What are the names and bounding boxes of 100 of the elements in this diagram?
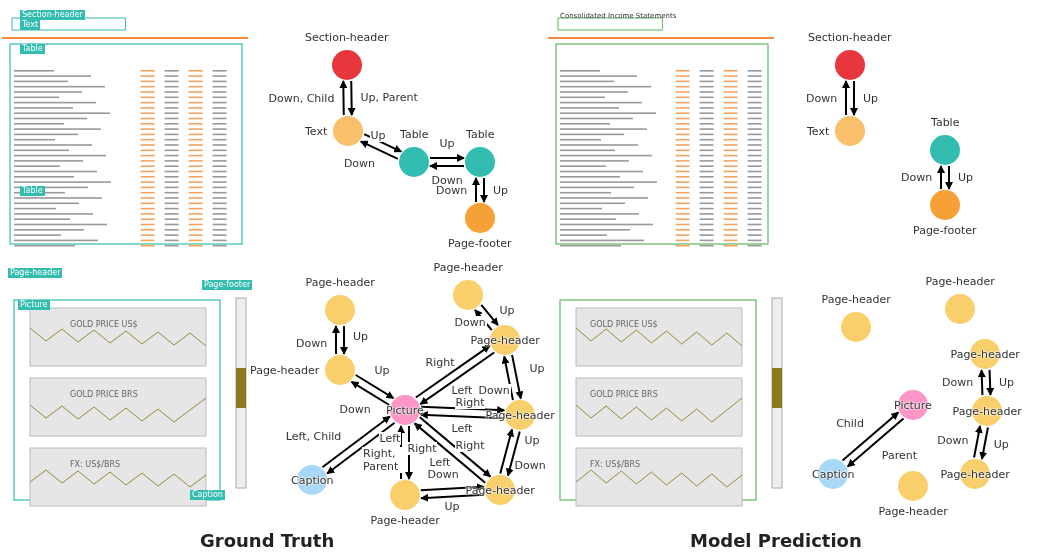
arrow bbox=[429, 154, 465, 162]
arrow bbox=[429, 162, 465, 170]
node-label: Section-header bbox=[808, 31, 892, 44]
edge-label: Left bbox=[450, 383, 474, 397]
arrow bbox=[842, 80, 850, 116]
edge-label: Down bbox=[936, 433, 970, 447]
node-label: Page-header bbox=[485, 408, 555, 422]
arrow bbox=[945, 165, 953, 190]
edge-label: Right bbox=[406, 441, 438, 455]
arrow bbox=[973, 424, 983, 459]
arrow bbox=[340, 325, 348, 355]
edge-label: Down bbox=[900, 171, 934, 184]
edge-label: Up bbox=[498, 303, 516, 317]
chart-title: GOLD PRICE US$ bbox=[70, 320, 138, 329]
edge-label: Down bbox=[426, 467, 460, 481]
arrow bbox=[332, 325, 340, 355]
arrow bbox=[321, 415, 391, 469]
edge-label: Up bbox=[992, 438, 1010, 452]
arrow bbox=[339, 80, 348, 117]
edge-label: Down bbox=[513, 458, 547, 472]
edge-label: Down bbox=[435, 183, 469, 197]
node-label: Page-header bbox=[433, 261, 503, 274]
arrow bbox=[480, 177, 488, 203]
node-label: Picture bbox=[386, 403, 424, 417]
arrow bbox=[413, 422, 487, 484]
node-label: Table bbox=[400, 128, 429, 141]
arrow bbox=[474, 308, 493, 332]
node-label: Page-header bbox=[878, 505, 948, 518]
edge-label: Up bbox=[492, 183, 510, 197]
annotation-tag: Text bbox=[20, 20, 41, 30]
edge-label: Left bbox=[428, 455, 452, 469]
node-label: Caption bbox=[812, 467, 855, 481]
node-label: Picture bbox=[894, 398, 932, 412]
annotation-tag: Page-footer bbox=[202, 280, 253, 290]
node-label: Page-footer bbox=[913, 224, 977, 237]
edge-label: Up, Parent bbox=[359, 91, 419, 105]
edge-label: Up bbox=[998, 375, 1016, 389]
annotation-tag: Section-header bbox=[20, 10, 85, 20]
arrow bbox=[501, 355, 514, 402]
arrow bbox=[979, 426, 989, 461]
arrow bbox=[846, 417, 905, 468]
chart-title: GOLD PRICE BRS bbox=[70, 390, 138, 399]
edge-label: Up bbox=[523, 433, 541, 447]
arrow bbox=[418, 416, 492, 478]
chart-title: GOLD PRICE BRS bbox=[590, 390, 658, 399]
arrow bbox=[986, 368, 995, 396]
edge-label: Right bbox=[424, 355, 456, 369]
edge-label: Up bbox=[862, 91, 880, 105]
arrow bbox=[363, 133, 403, 153]
node-label: Page-header bbox=[465, 483, 535, 497]
edge-label: Down bbox=[453, 315, 487, 329]
edge-label: Down bbox=[805, 91, 839, 105]
arrow bbox=[480, 303, 499, 327]
edge-label: Right, Parent bbox=[362, 447, 402, 473]
edge-label: Left bbox=[378, 431, 402, 445]
annotation-tag: Table bbox=[20, 186, 45, 196]
arrow bbox=[841, 411, 900, 462]
chart-title: FX: US$/BRS bbox=[590, 460, 641, 469]
chart-title: GOLD PRICE US$ bbox=[590, 320, 658, 329]
arrow bbox=[420, 405, 506, 414]
arrow bbox=[350, 380, 391, 406]
arrow bbox=[419, 351, 496, 406]
node-label: Page-header bbox=[250, 363, 320, 377]
node-label: Table bbox=[931, 116, 960, 129]
node-label: Page-footer bbox=[448, 237, 512, 250]
arrow bbox=[850, 80, 858, 116]
node-label: Page-header bbox=[370, 514, 440, 527]
panel-caption: Model Prediction bbox=[690, 530, 862, 551]
edge-label: Up bbox=[373, 363, 391, 377]
edge-label: Up bbox=[352, 329, 370, 343]
edge-label: Right bbox=[454, 438, 486, 452]
edge-label: Left, Child bbox=[284, 429, 343, 443]
annotation-tag: Picture bbox=[18, 300, 50, 310]
arrow bbox=[499, 428, 515, 475]
edge-label: Up bbox=[443, 499, 461, 513]
annotation-tag: Page-header bbox=[8, 268, 63, 278]
edge-label: Up bbox=[369, 128, 387, 142]
arrow bbox=[937, 165, 945, 190]
arrow bbox=[977, 369, 986, 397]
arrow bbox=[359, 140, 399, 160]
arrow bbox=[347, 79, 356, 116]
edge-label: Down, Child bbox=[267, 91, 336, 105]
node-label: Table bbox=[466, 128, 495, 141]
arrow bbox=[419, 483, 485, 492]
edge-label: Up bbox=[957, 171, 975, 184]
node-label: Text bbox=[807, 124, 830, 138]
edge-label: Parent bbox=[880, 448, 919, 462]
node-label: Page-header bbox=[925, 275, 995, 288]
arrow bbox=[414, 344, 491, 399]
edge-label: Left bbox=[450, 421, 474, 435]
arrow bbox=[326, 421, 396, 475]
edge-label: Up bbox=[528, 361, 546, 375]
arrow bbox=[511, 353, 524, 400]
annotation-tag: Table bbox=[20, 44, 45, 54]
node-label: Section-header bbox=[305, 31, 389, 44]
arrow bbox=[472, 177, 480, 203]
node-label: Caption bbox=[291, 473, 334, 487]
arrow bbox=[354, 374, 395, 400]
node-label: Page-header bbox=[305, 276, 375, 289]
panel-caption: Ground Truth bbox=[200, 530, 335, 551]
